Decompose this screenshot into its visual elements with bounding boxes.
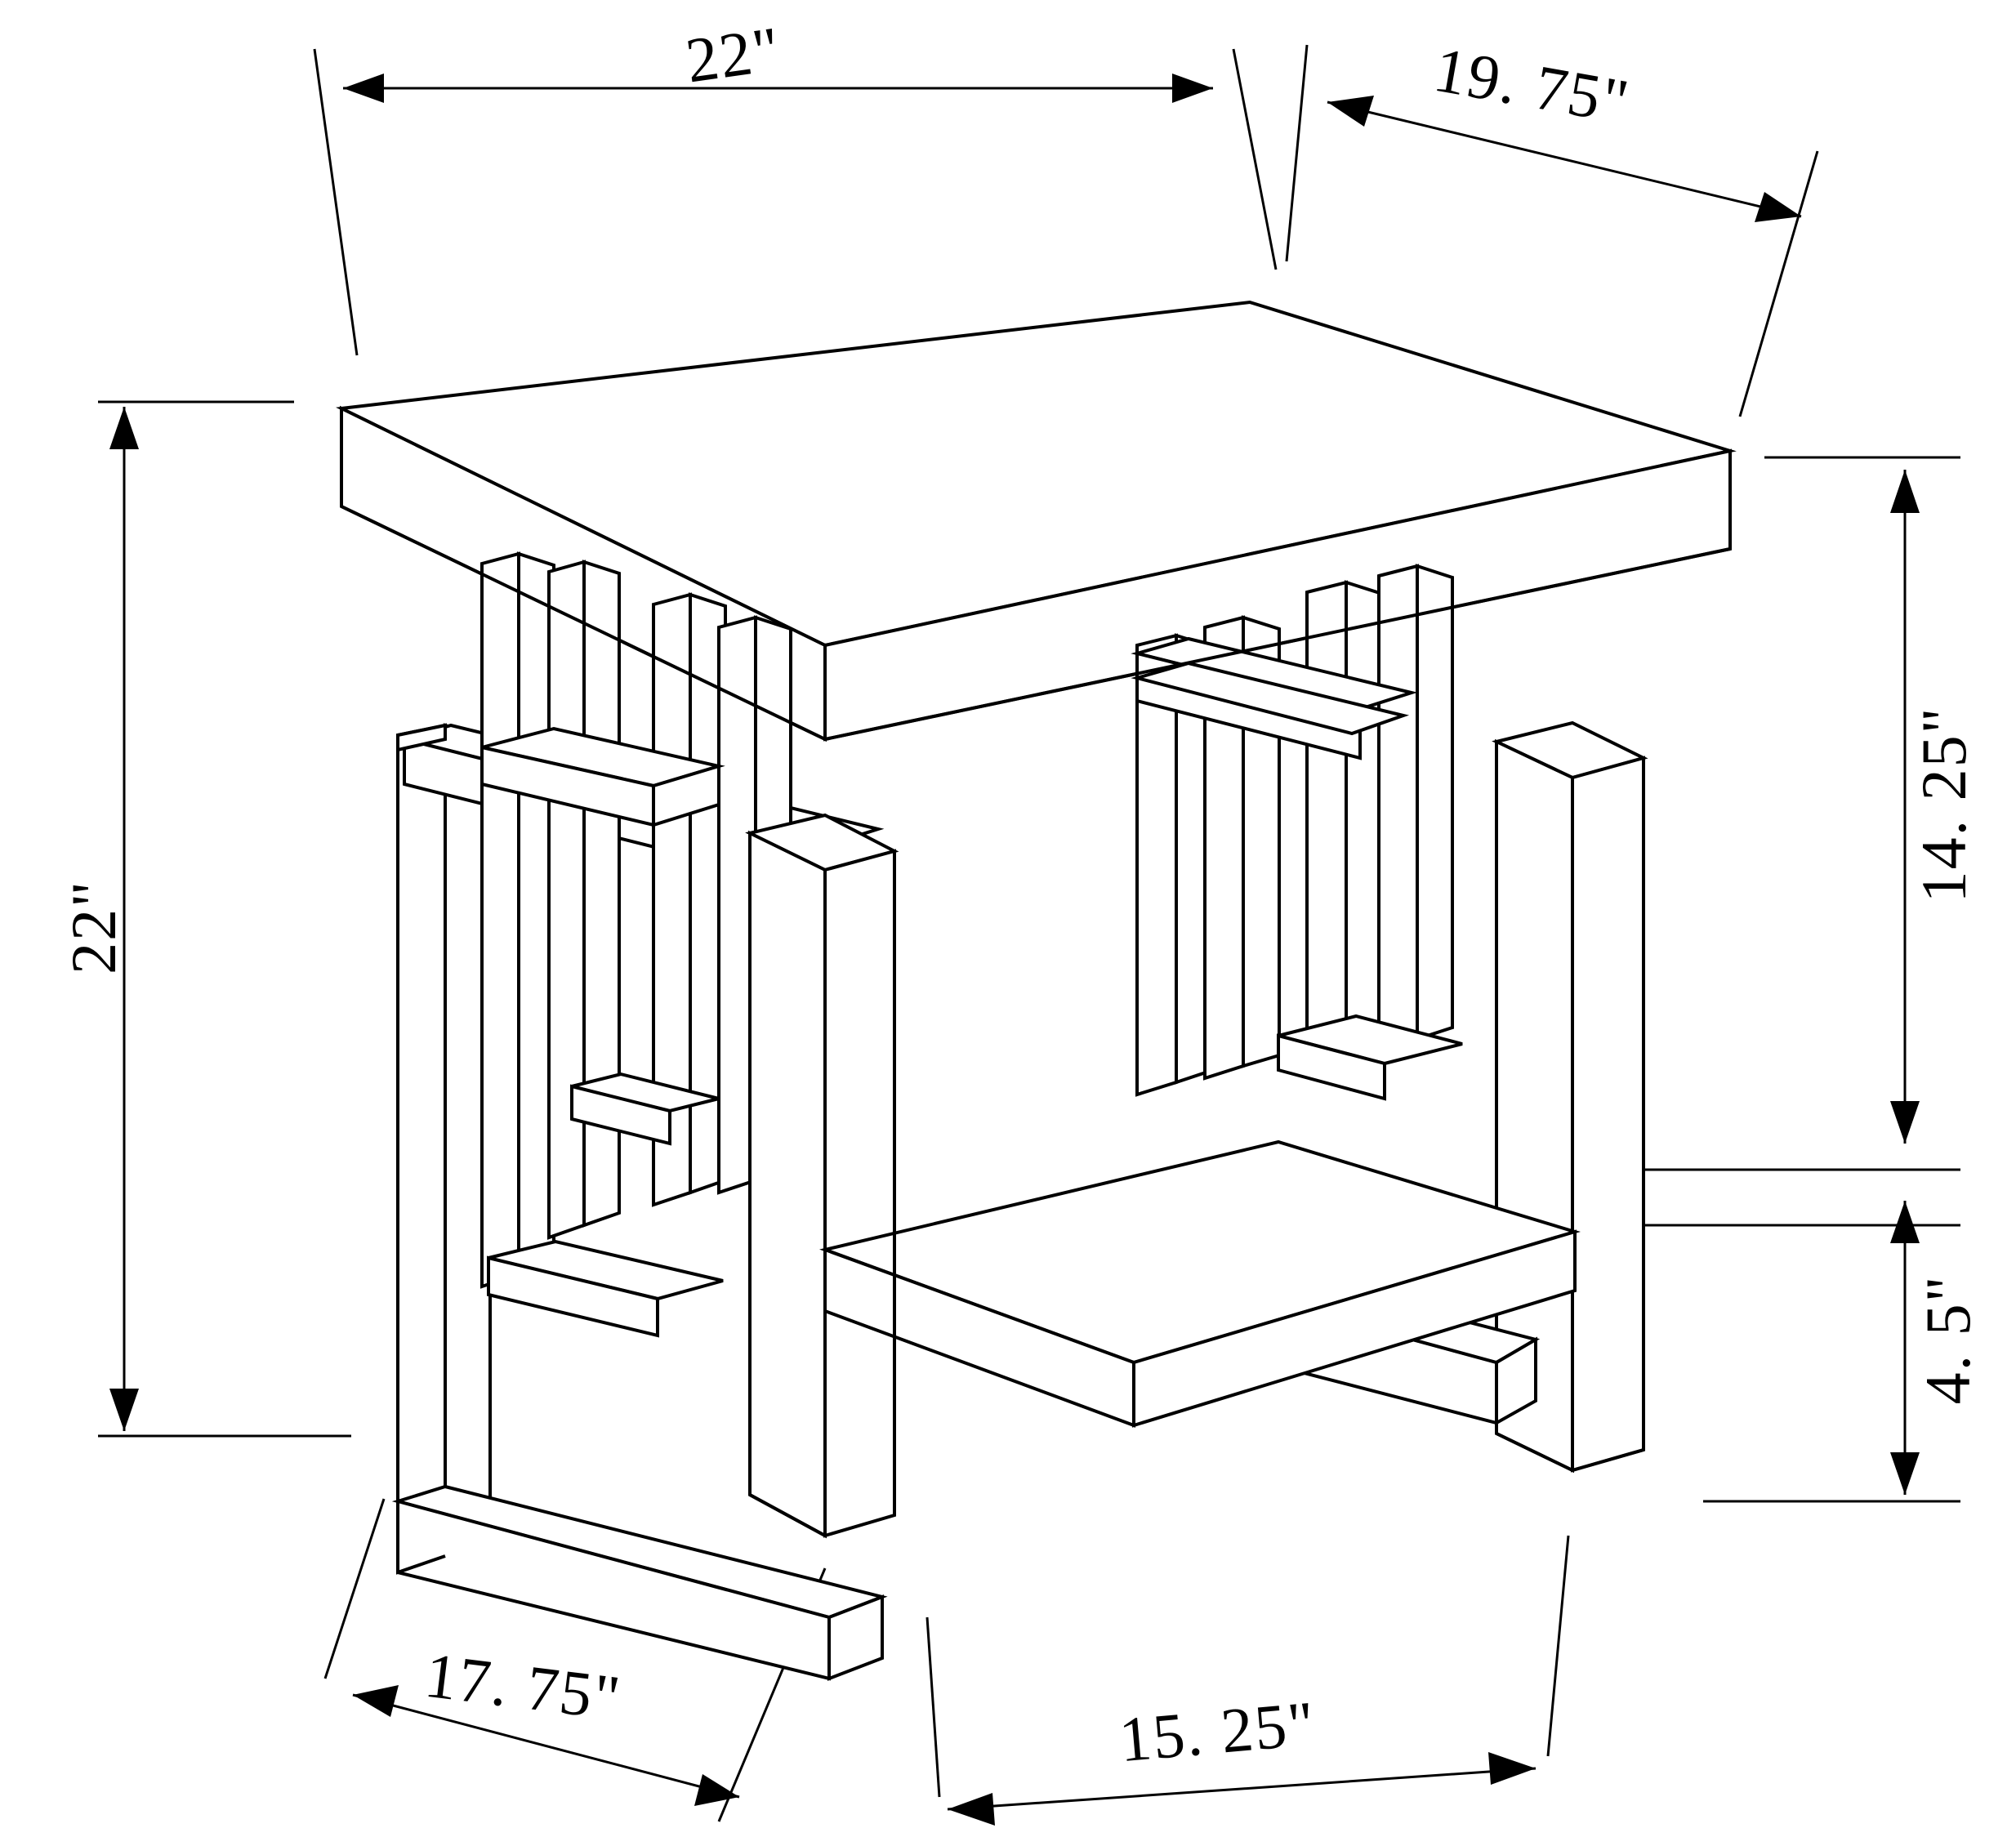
dimension-label-top-to-shelf: 14. 25" <box>1908 706 1979 903</box>
dimension-label-top-width: 22" <box>681 12 786 96</box>
dimension-label-overall-height: 22" <box>58 880 129 974</box>
detail-edges <box>341 505 1731 1574</box>
left-leg-assembly <box>391 551 899 1681</box>
dimension-lines <box>98 44 1960 1826</box>
table-top <box>336 300 1737 742</box>
dimension-label-shelf-to-floor: 4. 5" <box>1912 1274 1983 1405</box>
middle-shelf <box>819 1139 1581 1428</box>
